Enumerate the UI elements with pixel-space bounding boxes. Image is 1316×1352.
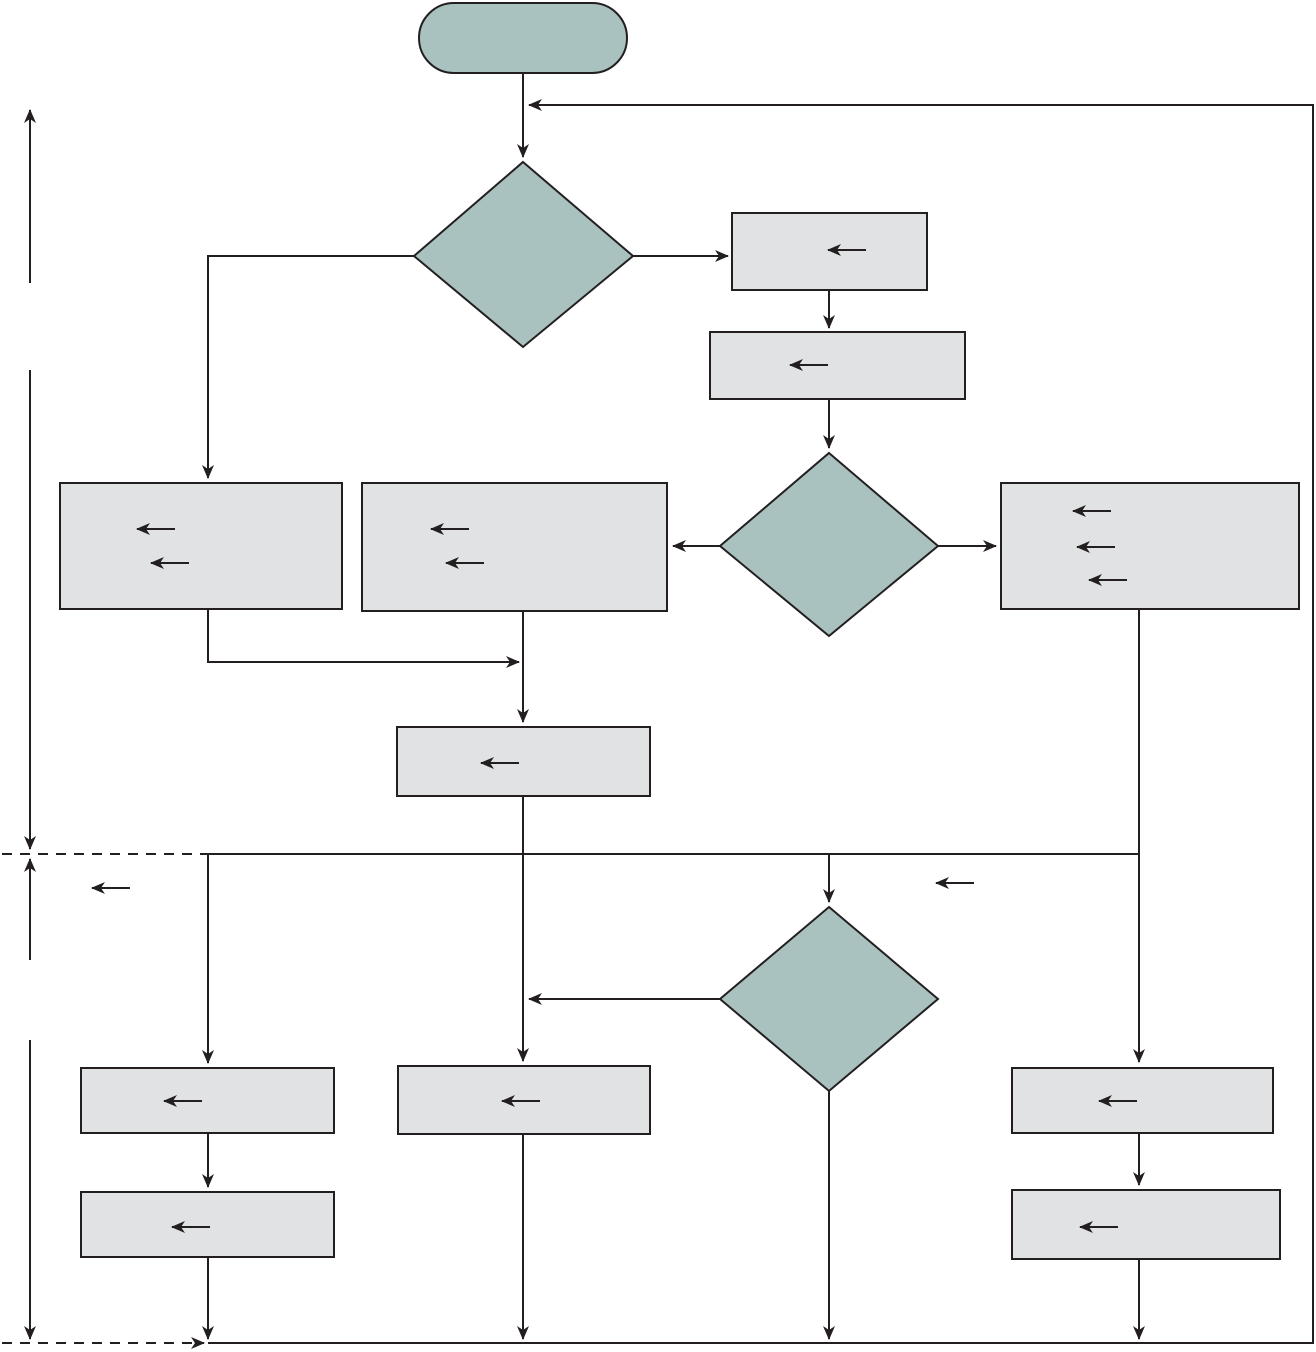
assign-center-box — [396, 726, 651, 797]
assign-bottom-right-2-box — [1011, 1189, 1281, 1260]
connector-loop-back — [208, 99, 1314, 1344]
assign-right-triple-box — [1000, 482, 1300, 610]
assign-middle-pair-box — [361, 482, 668, 612]
nodes — [59, 2, 1300, 1260]
connector-decision1-left — [202, 255, 414, 479]
decision-3 — [718, 905, 940, 1093]
phase-indicators — [2, 109, 208, 1349]
assign-1-box — [731, 212, 928, 291]
assign-bottom-left-2-box — [80, 1191, 335, 1258]
connector-left-merge — [207, 609, 520, 668]
assignment-arrows — [91, 244, 1137, 1233]
assign-bottom-right-1-box — [1011, 1067, 1274, 1134]
assign-2-box — [709, 331, 966, 400]
connectors — [202, 73, 1314, 1344]
start-terminal — [418, 2, 628, 74]
assign-left-pair-box — [59, 482, 343, 610]
decision-2 — [718, 451, 940, 638]
decision-1 — [412, 160, 635, 349]
assign-bottom-left-1-box — [80, 1067, 335, 1134]
